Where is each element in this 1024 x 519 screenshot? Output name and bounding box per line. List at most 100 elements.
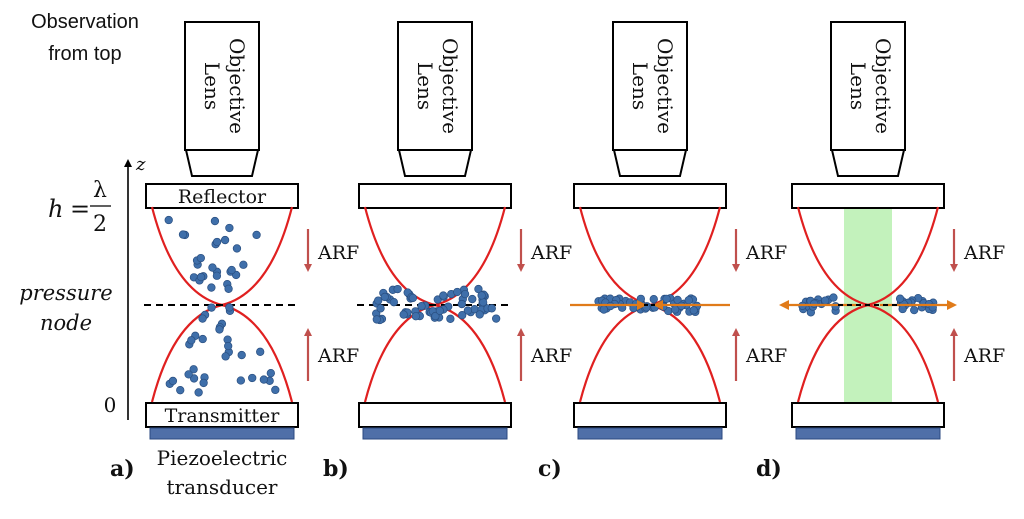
particle [221, 352, 230, 361]
arf-label-bottom: ARF [530, 345, 572, 367]
arf-label-bottom: ARF [745, 345, 787, 367]
panel-label: a) [110, 456, 135, 482]
particle [389, 298, 399, 307]
reflector-plate [145, 183, 299, 209]
observation-line2: from top [48, 43, 121, 65]
lambda-symbol: λ [93, 178, 107, 203]
objective-lens-nozzle [184, 149, 260, 177]
z-axis-label: z [135, 154, 146, 175]
piezo-transducer [795, 427, 941, 440]
objective-label-line1: Objective [871, 38, 895, 134]
particle [821, 296, 830, 305]
particle [194, 388, 203, 397]
transmitter-label: Transmitter [165, 405, 281, 427]
transmitter-plate [573, 402, 727, 428]
particle [475, 310, 484, 319]
particles-group [164, 215, 280, 397]
pressure-label: pressure [19, 281, 112, 305]
particle [458, 311, 467, 320]
particle [684, 296, 693, 305]
particle [460, 289, 470, 299]
particle [446, 314, 455, 323]
particle [239, 260, 248, 269]
node-label: node [40, 311, 92, 335]
particle [210, 216, 220, 226]
particle [810, 299, 819, 308]
particle [372, 315, 381, 324]
piezo-label-line1: Piezoelectric [157, 446, 288, 470]
particle [457, 299, 467, 309]
objective-lens-nozzle [397, 149, 473, 177]
particle [895, 294, 905, 303]
piezo-transducer [149, 427, 295, 440]
particle [178, 230, 188, 239]
arf-label-top: ARF [317, 242, 359, 264]
objective-lens-body [397, 21, 473, 151]
particle [248, 373, 257, 383]
particle [225, 303, 234, 312]
piezo-transducer [577, 427, 723, 440]
particle [673, 295, 682, 305]
objective-lens-nozzle [830, 149, 906, 177]
objective-label-line1: Objective [438, 38, 462, 134]
particles-group [372, 284, 501, 325]
particle [196, 253, 205, 263]
particle [831, 302, 840, 311]
transmitter-plate [791, 402, 945, 428]
particle [376, 304, 385, 313]
particles-group [798, 293, 938, 317]
particle [164, 215, 173, 225]
particle [189, 365, 198, 374]
particle [431, 311, 440, 321]
particle [232, 244, 242, 253]
equals-sign: = [70, 195, 90, 223]
objective-lens-body [184, 21, 260, 151]
piezo-transducer [362, 427, 508, 440]
arf-label-top: ARF [530, 242, 572, 264]
fraction-denominator: 2 [93, 212, 107, 237]
objective-label-line2: Lens [628, 62, 652, 110]
panel-label: c) [538, 456, 562, 482]
particle [271, 385, 280, 395]
particle [649, 295, 658, 304]
arf-label-top: ARF [745, 242, 787, 264]
panels-group: ObjectiveLensReflectorTransmitterARFARFa… [110, 21, 1005, 482]
particle [199, 378, 208, 388]
panel-1: ObjectiveLensReflectorTransmitterARFARFa… [110, 21, 359, 482]
particle [910, 305, 919, 315]
particle [477, 291, 486, 300]
zero-label: 0 [104, 393, 117, 417]
h-label: h [48, 195, 63, 223]
arf-label-bottom: ARF [963, 345, 1005, 367]
particle [374, 296, 383, 305]
particle [453, 287, 462, 297]
particle [662, 294, 671, 303]
particle [215, 325, 224, 334]
objective-label-line2: Lens [413, 62, 437, 110]
objective-lens-body [830, 21, 906, 151]
objective-label-line2: Lens [200, 62, 224, 110]
particle [168, 376, 178, 386]
panel-label: b) [323, 456, 349, 482]
reflector-plate [791, 183, 945, 209]
panel-label: d) [756, 456, 782, 482]
particle [259, 375, 269, 384]
particle [224, 284, 233, 293]
particle [492, 314, 501, 323]
arf-label-top: ARF [963, 242, 1005, 264]
particle [468, 294, 477, 304]
objective-label-line1: Objective [225, 38, 249, 134]
reflector-plate [573, 183, 727, 209]
particle [187, 336, 196, 345]
particle [227, 265, 236, 275]
particle [207, 283, 216, 292]
particle [237, 350, 246, 360]
transmitter-plate [358, 402, 512, 428]
